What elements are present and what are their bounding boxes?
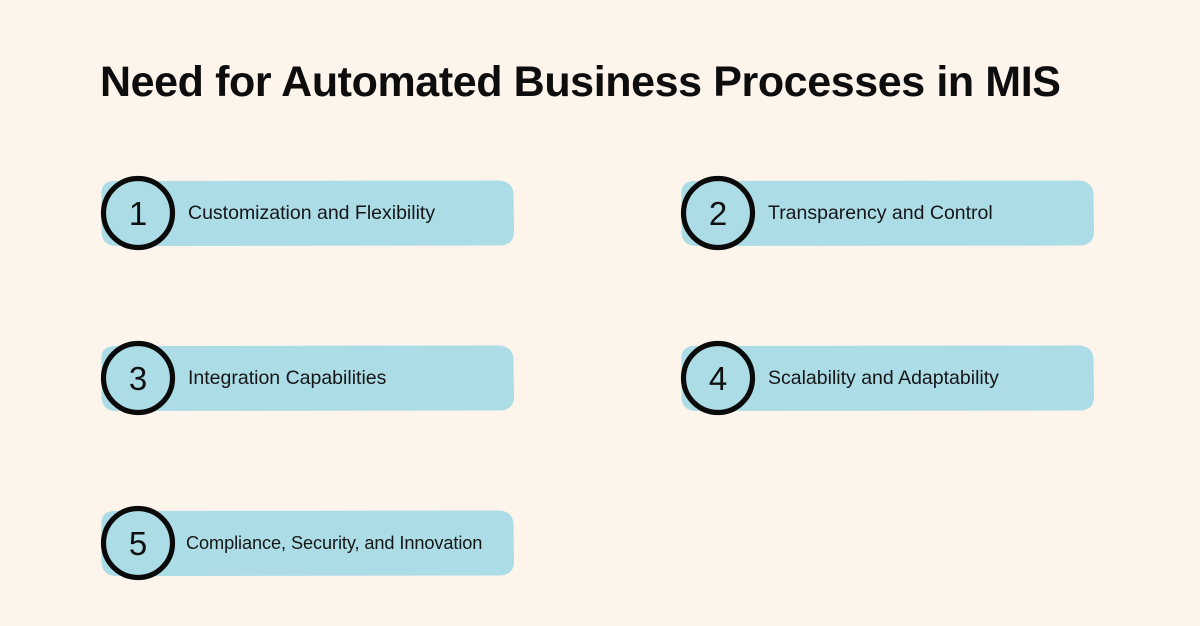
- list-item[interactable]: 3 Integration Capabilities: [100, 340, 515, 416]
- numbered-circle-icon: 3: [100, 340, 176, 416]
- list-item[interactable]: 1 Customization and Flexibility: [100, 175, 515, 251]
- numbered-circle-icon: 2: [680, 175, 756, 251]
- item-bar: [100, 509, 515, 577]
- numbered-circle-icon: 1: [100, 175, 176, 251]
- item-bar: [680, 179, 1095, 247]
- list-item-label: Transparency and Control: [768, 202, 993, 224]
- item-bar: [100, 344, 515, 412]
- list-item[interactable]: 4 Scalability and Adaptability: [680, 340, 1095, 416]
- numbered-circle-icon: 4: [680, 340, 756, 416]
- page-title: Need for Automated Business Processes in…: [100, 58, 1061, 106]
- list-item-label: Customization and Flexibility: [188, 202, 436, 224]
- item-bar: [100, 179, 515, 247]
- list-item[interactable]: 5 Compliance, Security, and Innovation: [100, 505, 515, 581]
- list-item-label: Compliance, Security, and Innovation: [186, 533, 483, 553]
- list-item[interactable]: 2 Transparency and Control: [680, 175, 1095, 251]
- list-item-label: Scalability and Adaptability: [768, 367, 999, 389]
- numbered-circle-icon: 5: [100, 505, 176, 581]
- item-bar: [680, 344, 1095, 412]
- list-item-label: Integration Capabilities: [188, 367, 387, 389]
